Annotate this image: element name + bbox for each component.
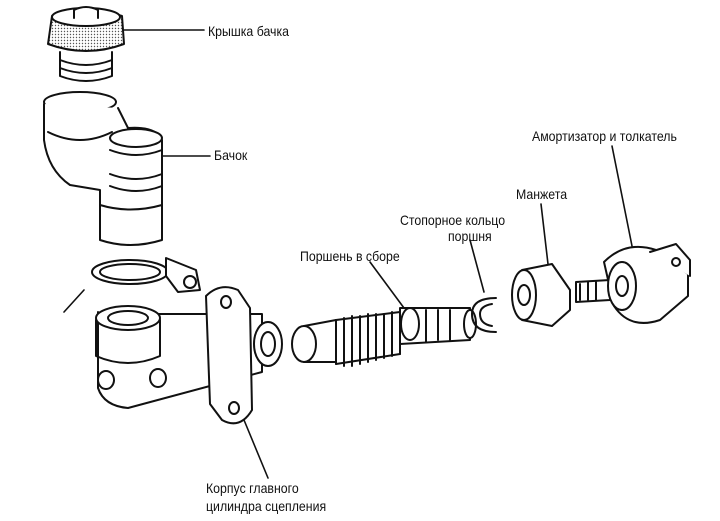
leader-piston	[369, 261, 405, 309]
leader-damper	[611, 145, 633, 247]
label-cylinder-body-line2: цилиндра сцепления	[206, 498, 327, 514]
piston-assembly	[291, 307, 477, 367]
label-reservoir: Бачок	[214, 147, 248, 163]
leader-ring	[469, 239, 485, 293]
label-damper-pushrod: Амортизатор и толкатель	[532, 128, 677, 144]
reservoir-seal-ring	[91, 257, 201, 293]
label-snap-ring-line2: поршня	[448, 228, 492, 244]
damper-and-pushrod	[575, 243, 691, 324]
leader-seal	[63, 289, 85, 313]
leader-lines	[63, 29, 633, 479]
reservoir-cap	[47, 6, 125, 82]
reservoir	[43, 91, 163, 246]
label-piston-assembly: Поршень в сборе	[300, 248, 400, 264]
label-snap-ring-line1: Стопорное кольцо	[400, 212, 506, 228]
label-cylinder-body-line1: Корпус главного	[206, 480, 299, 496]
piston-snap-ring	[471, 297, 497, 333]
leader-cuff	[540, 203, 549, 265]
leader-body	[243, 419, 269, 479]
label-cuff: Манжета	[516, 186, 568, 202]
cylinder-body	[95, 286, 283, 425]
cuff	[511, 263, 571, 327]
label-reservoir-cap: Крышка бачка	[208, 23, 290, 39]
